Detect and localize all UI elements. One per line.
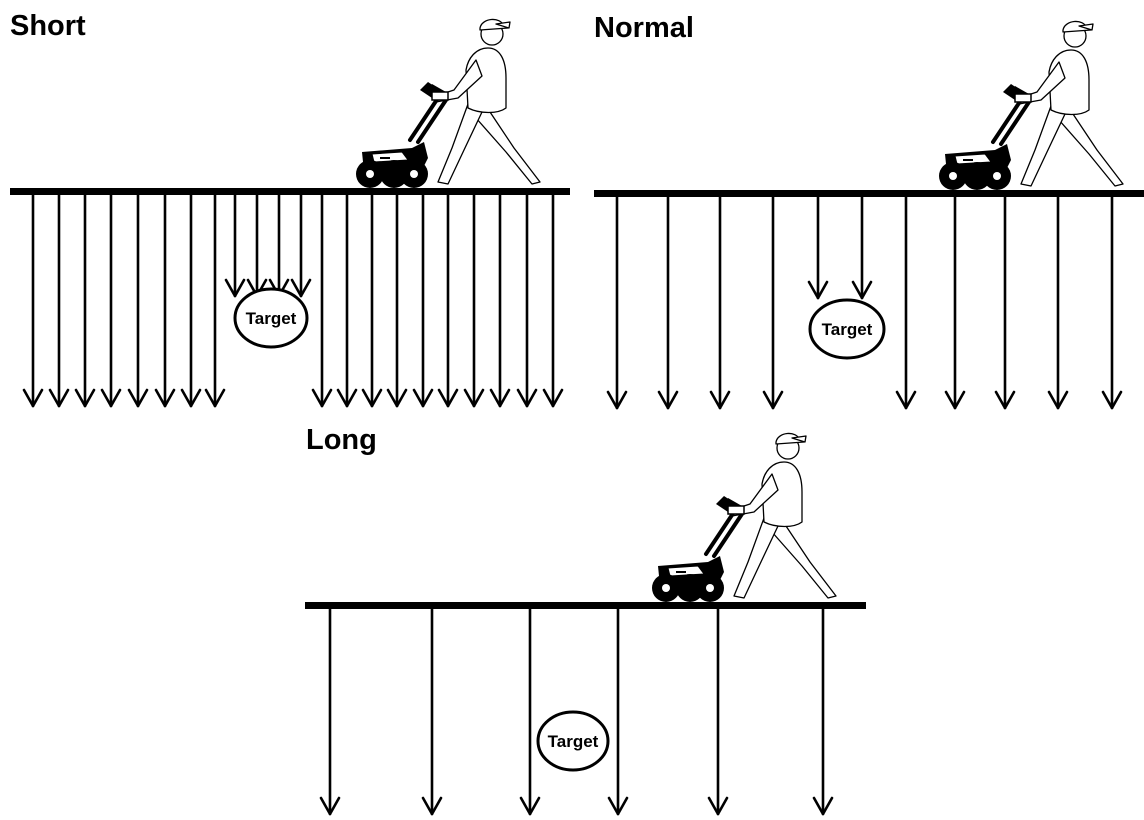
target-ellipse-icon (808, 298, 886, 360)
down-arrow-icon (74, 193, 96, 408)
gpr-cart-icon (650, 431, 838, 604)
target-label-normal: Target (822, 320, 873, 339)
down-arrow-icon (519, 607, 541, 816)
arrows-layer (22, 193, 1123, 816)
ground-line-normal (594, 190, 1144, 197)
deflected-arrow-icon (224, 193, 246, 298)
down-arrow-icon (100, 193, 122, 408)
down-arrow-icon (1101, 195, 1123, 410)
down-arrow-icon (657, 195, 679, 410)
deflected-arrow-icon (807, 195, 829, 300)
down-arrow-icon (311, 193, 333, 408)
panel-title-long: Long (306, 424, 377, 456)
down-arrow-icon (542, 193, 564, 408)
target-short: Target (233, 287, 309, 349)
down-arrow-icon (154, 193, 176, 408)
gpr-cart-icon (937, 19, 1125, 192)
panel-title-short: Short (10, 10, 86, 42)
down-arrow-icon (48, 193, 70, 408)
down-arrow-icon (709, 195, 731, 410)
down-arrow-icon (607, 607, 629, 816)
down-arrow-icon (606, 195, 628, 410)
down-arrow-icon (386, 193, 408, 408)
down-arrow-icon (944, 195, 966, 410)
target-ellipse-icon (233, 287, 309, 349)
down-arrow-icon (895, 195, 917, 410)
deflected-arrow-icon (246, 193, 268, 298)
down-arrow-icon (1047, 195, 1069, 410)
target-label-short: Target (246, 309, 297, 328)
deflected-arrow-icon (268, 193, 290, 298)
target-label-long: Target (548, 732, 599, 751)
ground-line-short (10, 188, 570, 195)
down-arrow-icon (762, 195, 784, 410)
down-arrow-icon (204, 193, 226, 408)
down-arrow-icon (22, 193, 44, 408)
down-arrow-icon (707, 607, 729, 816)
down-arrow-icon (361, 193, 383, 408)
down-arrow-icon (412, 193, 434, 408)
down-arrow-icon (994, 195, 1016, 410)
down-arrow-icon (516, 193, 538, 408)
deflected-arrow-icon (290, 193, 312, 298)
panel-title-normal: Normal (594, 12, 694, 44)
target-ellipse-icon (536, 710, 610, 772)
target-normal: Target (808, 298, 886, 360)
down-arrow-icon (437, 193, 459, 408)
ground-line-long (305, 602, 866, 609)
deflected-arrow-icon (851, 195, 873, 300)
down-arrow-icon (812, 607, 834, 816)
down-arrow-icon (336, 193, 358, 408)
down-arrow-icon (127, 193, 149, 408)
down-arrow-icon (489, 193, 511, 408)
down-arrow-icon (180, 193, 202, 408)
down-arrow-icon (463, 193, 485, 408)
target-long: Target (536, 710, 610, 772)
down-arrow-icon (319, 607, 341, 816)
gpr-cart-icon (354, 17, 542, 190)
down-arrow-icon (421, 607, 443, 816)
